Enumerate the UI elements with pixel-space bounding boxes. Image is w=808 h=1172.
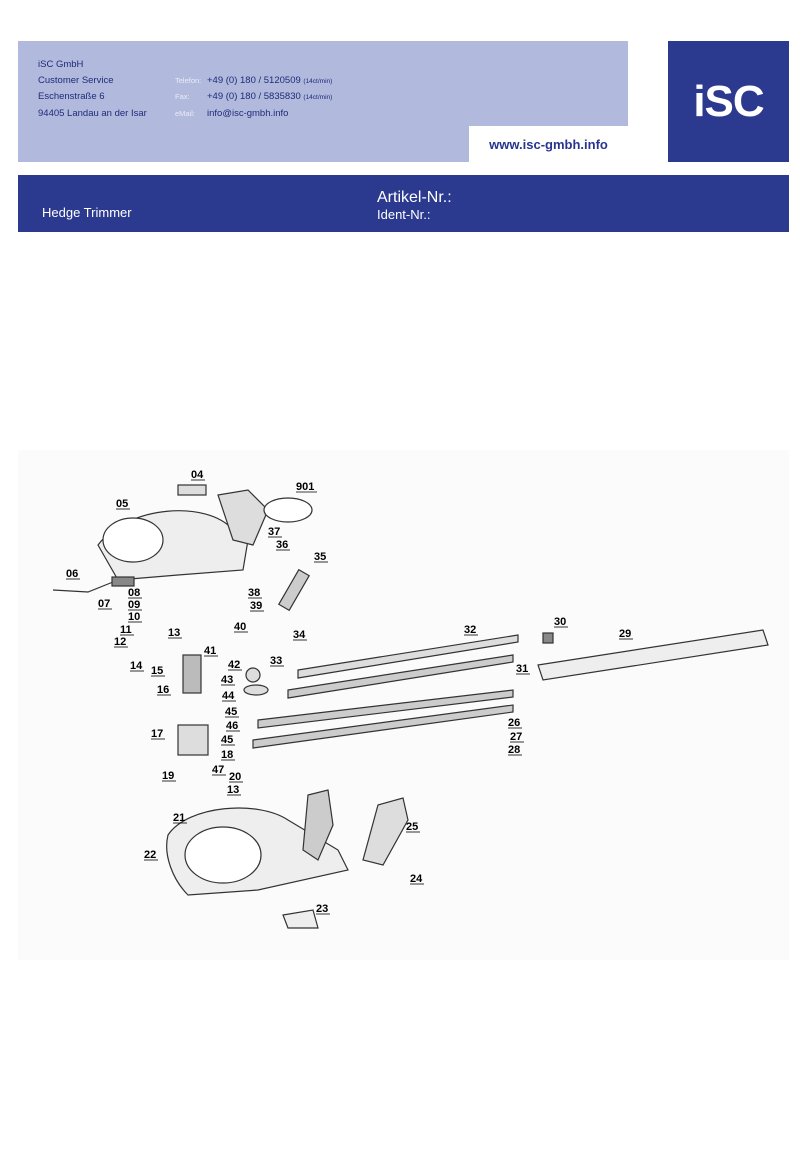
contact-block: iSC GmbH Customer Service Telefon: +49 (… bbox=[38, 57, 332, 122]
part-label: 28 bbox=[508, 744, 520, 756]
part-label: 05 bbox=[116, 498, 128, 510]
part-label: 26 bbox=[508, 717, 520, 729]
part-label: 10 bbox=[128, 611, 140, 623]
part-label: 35 bbox=[314, 551, 326, 563]
phone-number: +49 (0) 180 / 5120509 (14ct/min) bbox=[207, 74, 333, 86]
part-label: 34 bbox=[293, 629, 306, 641]
part-label: 40 bbox=[234, 621, 246, 633]
part-label: 14 bbox=[130, 660, 143, 672]
email-address[interactable]: info@isc-gmbh.info bbox=[207, 108, 289, 120]
company-street: Eschenstraße 6 bbox=[38, 91, 105, 103]
title-bar: Hedge Trimmer Artikel-Nr.: Ident-Nr.: bbox=[18, 175, 789, 232]
part-label: 09 bbox=[128, 599, 140, 611]
header-contact-band: iSC GmbH Customer Service Telefon: +49 (… bbox=[18, 41, 628, 162]
part-label: 19 bbox=[162, 770, 174, 782]
part-label: 29 bbox=[619, 628, 631, 640]
part-label: 15 bbox=[151, 665, 163, 677]
fax-label: Fax: bbox=[175, 92, 190, 102]
part-label: 13 bbox=[168, 627, 180, 639]
part-label: 27 bbox=[510, 731, 522, 743]
part-label: 22 bbox=[144, 849, 156, 861]
part-label: 45 bbox=[221, 734, 233, 746]
part-label: 30 bbox=[554, 616, 566, 628]
part-label: 42 bbox=[228, 659, 240, 671]
isc-logo: iSC bbox=[668, 41, 789, 162]
part-label: 21 bbox=[173, 812, 185, 824]
part-label: 17 bbox=[151, 728, 163, 740]
part-label: 23 bbox=[316, 903, 328, 915]
part-label: 901 bbox=[296, 481, 314, 493]
fax-number: +49 (0) 180 / 5835830 (14ct/min) bbox=[207, 91, 333, 103]
part-label: 32 bbox=[464, 624, 476, 636]
part-label: 45 bbox=[225, 706, 237, 718]
part-label: 43 bbox=[221, 674, 233, 686]
part-label: 33 bbox=[270, 655, 282, 667]
artikel-label: Artikel-Nr.: bbox=[377, 189, 452, 206]
part-label: 18 bbox=[221, 749, 233, 761]
part-label: 37 bbox=[268, 526, 280, 538]
part-label: 31 bbox=[516, 663, 528, 675]
part-label: 24 bbox=[410, 873, 423, 885]
part-label: 20 bbox=[229, 771, 241, 783]
part-label: 12 bbox=[114, 636, 126, 648]
phone-label: Telefon: bbox=[175, 75, 202, 85]
company-city: 94405 Landau an der Isar bbox=[38, 108, 147, 120]
part-label: 36 bbox=[276, 539, 288, 551]
part-label: 41 bbox=[204, 645, 216, 657]
company-department: Customer Service bbox=[38, 74, 114, 86]
part-label: 16 bbox=[157, 684, 169, 696]
product-title: Hedge Trimmer bbox=[42, 205, 132, 220]
email-label: eMail: bbox=[175, 109, 196, 119]
part-label: 47 bbox=[212, 764, 224, 776]
part-label: 44 bbox=[222, 690, 235, 702]
part-label: 06 bbox=[66, 568, 78, 580]
part-label: 39 bbox=[250, 600, 262, 612]
part-label: 13 bbox=[227, 784, 239, 796]
ident-label: Ident-Nr.: bbox=[377, 207, 431, 222]
website-link[interactable]: www.isc-gmbh.info bbox=[469, 126, 628, 162]
part-label: 38 bbox=[248, 587, 260, 599]
company-name: iSC GmbH bbox=[38, 59, 84, 70]
part-label: 07 bbox=[98, 598, 110, 610]
part-label: 08 bbox=[128, 587, 140, 599]
part-label: 25 bbox=[406, 821, 418, 833]
part-label: 11 bbox=[120, 624, 132, 636]
part-label: 46 bbox=[226, 720, 238, 732]
part-label: 04 bbox=[191, 469, 204, 481]
